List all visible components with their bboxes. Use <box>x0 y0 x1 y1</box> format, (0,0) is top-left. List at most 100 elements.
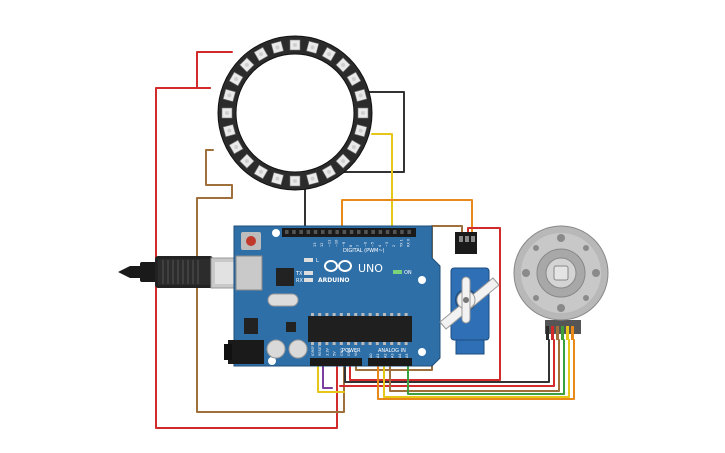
chip-pin <box>332 313 336 316</box>
power-header[interactable] <box>310 358 362 366</box>
chip-pin <box>325 313 329 316</box>
neopixel-led-lens <box>310 176 315 181</box>
pin-label: A4 <box>398 353 402 358</box>
header-pin[interactable] <box>321 230 325 234</box>
neopixel-ring-icon[interactable] <box>217 35 373 191</box>
neopixel-led-lens <box>358 128 363 133</box>
chip-pin <box>404 342 408 345</box>
chip-pin <box>354 313 358 316</box>
header-pin[interactable] <box>364 230 368 234</box>
header-pin[interactable] <box>342 230 347 234</box>
chip-pins <box>311 313 408 345</box>
rx-led <box>304 278 313 282</box>
neopixel-led-lens <box>351 145 356 149</box>
analog-header[interactable] <box>368 358 412 366</box>
motor-screw <box>533 245 539 251</box>
power-label: POWER <box>342 348 361 354</box>
wire-purple[interactable] <box>322 364 333 389</box>
neopixel-led-lens <box>259 52 263 57</box>
brand-label: ARDUINO <box>318 277 349 284</box>
neopixel-led-lens <box>341 159 346 164</box>
pin-label: ~6 <box>363 242 367 247</box>
chip-pin <box>383 342 386 345</box>
header-pin[interactable] <box>313 230 318 234</box>
header-pin[interactable] <box>328 230 332 234</box>
servo-motor-icon[interactable] <box>439 232 500 355</box>
header-pin[interactable] <box>378 230 383 234</box>
pin-label: 8 <box>349 245 353 247</box>
arduino-uno-board[interactable]: L TX RX ON UNO ARDUINO DIGITAL (PWM~) PO… <box>224 225 441 367</box>
mount-hole <box>418 348 426 356</box>
pin-label: 12 <box>320 243 324 247</box>
neopixel-leds <box>221 39 369 187</box>
header-pin[interactable] <box>299 230 303 234</box>
chip-pin <box>404 313 408 316</box>
pin-label: GND <box>347 348 351 356</box>
motor-screw <box>522 269 530 277</box>
pin-label: ~10 <box>335 240 339 247</box>
neopixel-led-lens <box>234 145 239 149</box>
header-pin[interactable] <box>371 230 375 234</box>
power-jack[interactable] <box>228 340 264 364</box>
neopixel-led-lens <box>361 111 365 115</box>
header-pin[interactable] <box>357 230 361 234</box>
wire-motor-yellow[interactable] <box>383 339 570 398</box>
neopixel-led-lens <box>227 93 232 98</box>
chip-pin <box>361 342 365 345</box>
header-pin[interactable] <box>335 230 339 234</box>
wires <box>155 51 575 429</box>
header-pin[interactable] <box>385 230 390 234</box>
motor-screw <box>583 295 589 301</box>
motor-screw <box>583 245 589 251</box>
pin-label: 4 <box>378 244 382 247</box>
pin-label: 2 <box>392 245 396 247</box>
chip-pin <box>318 342 322 345</box>
neopixel-led-lens <box>234 77 239 81</box>
chip-pin <box>390 342 394 345</box>
wire-red-ring-power[interactable] <box>155 87 338 429</box>
tx-led <box>304 271 313 275</box>
wire-red-servo[interactable] <box>349 227 501 381</box>
header-pin[interactable] <box>306 230 311 234</box>
header-pin[interactable] <box>292 230 296 234</box>
mount-hole <box>268 357 276 365</box>
wire-yellow-ring-data[interactable] <box>371 133 393 229</box>
header-pin[interactable] <box>285 230 289 234</box>
crystal <box>267 293 299 307</box>
neopixel-led-lens <box>358 93 363 98</box>
wire-yellow-power[interactable] <box>317 364 345 393</box>
neopixel-led-lens <box>275 176 280 181</box>
chip-pin <box>318 313 322 316</box>
wire-orange-servo-signal[interactable] <box>341 199 473 233</box>
wire-motor-brown[interactable] <box>389 339 560 392</box>
uno-label: UNO <box>358 262 383 275</box>
wire-black-ring[interactable] <box>304 91 405 229</box>
wire-motor-orange[interactable] <box>377 339 575 400</box>
neopixel-led-lens <box>327 169 331 174</box>
neopixel-led-lens <box>293 43 297 47</box>
header-pin[interactable] <box>393 230 397 234</box>
header-pin[interactable] <box>400 230 404 234</box>
atmega-chip <box>308 316 412 342</box>
neopixel-led-lens <box>275 45 280 50</box>
neopixel-led-lens <box>341 62 346 67</box>
digital-header[interactable] <box>282 228 416 237</box>
pin-label: ~3 <box>385 242 389 247</box>
voltage-regulator <box>244 318 258 334</box>
l-label: L <box>316 258 319 264</box>
wire-motor-black[interactable] <box>344 339 550 383</box>
pin-label: 13 <box>313 243 317 247</box>
header-pin[interactable] <box>349 230 354 234</box>
wire-motor-green[interactable] <box>407 339 565 395</box>
wire-red-ring-top[interactable] <box>196 51 233 89</box>
pin-label: ~11 <box>327 240 331 247</box>
header-pin[interactable] <box>407 230 411 234</box>
wire-brown-ring-gnd[interactable] <box>196 149 345 413</box>
dc-motor-encoder-icon[interactable] <box>513 225 609 340</box>
wire-motor-red[interactable] <box>339 339 555 387</box>
pin-label: ~9 <box>342 242 346 247</box>
chip-pin <box>311 313 314 316</box>
